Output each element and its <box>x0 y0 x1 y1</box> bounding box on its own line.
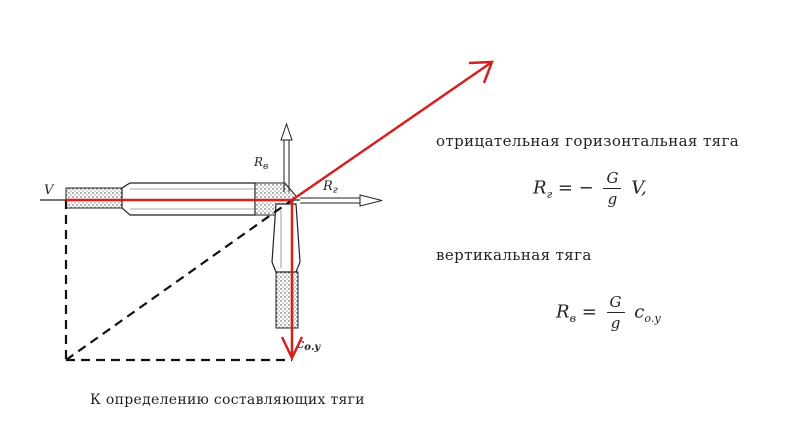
red-resultant-vector <box>291 60 493 202</box>
label-r-v: Rв <box>253 155 268 172</box>
red-resultant-arrowhead <box>468 60 494 84</box>
vertical-engine <box>271 203 301 329</box>
red-annotations <box>66 60 494 361</box>
horizontal-thrust-heading: отрицательная горизонтальная тяга <box>436 132 740 150</box>
dashed-construction <box>64 199 293 362</box>
vertical-thrust-heading: вертикальная тяга <box>436 246 592 264</box>
figure-caption: К определению составляющих тяги <box>90 392 365 408</box>
label-r-g: Rг <box>322 179 338 196</box>
r-v-arrow <box>280 122 293 192</box>
red-vertical-arrowhead <box>280 336 304 361</box>
r-g-arrow <box>300 194 383 207</box>
label-c-oy: cо.у <box>297 337 321 353</box>
label-v: V <box>44 183 55 198</box>
